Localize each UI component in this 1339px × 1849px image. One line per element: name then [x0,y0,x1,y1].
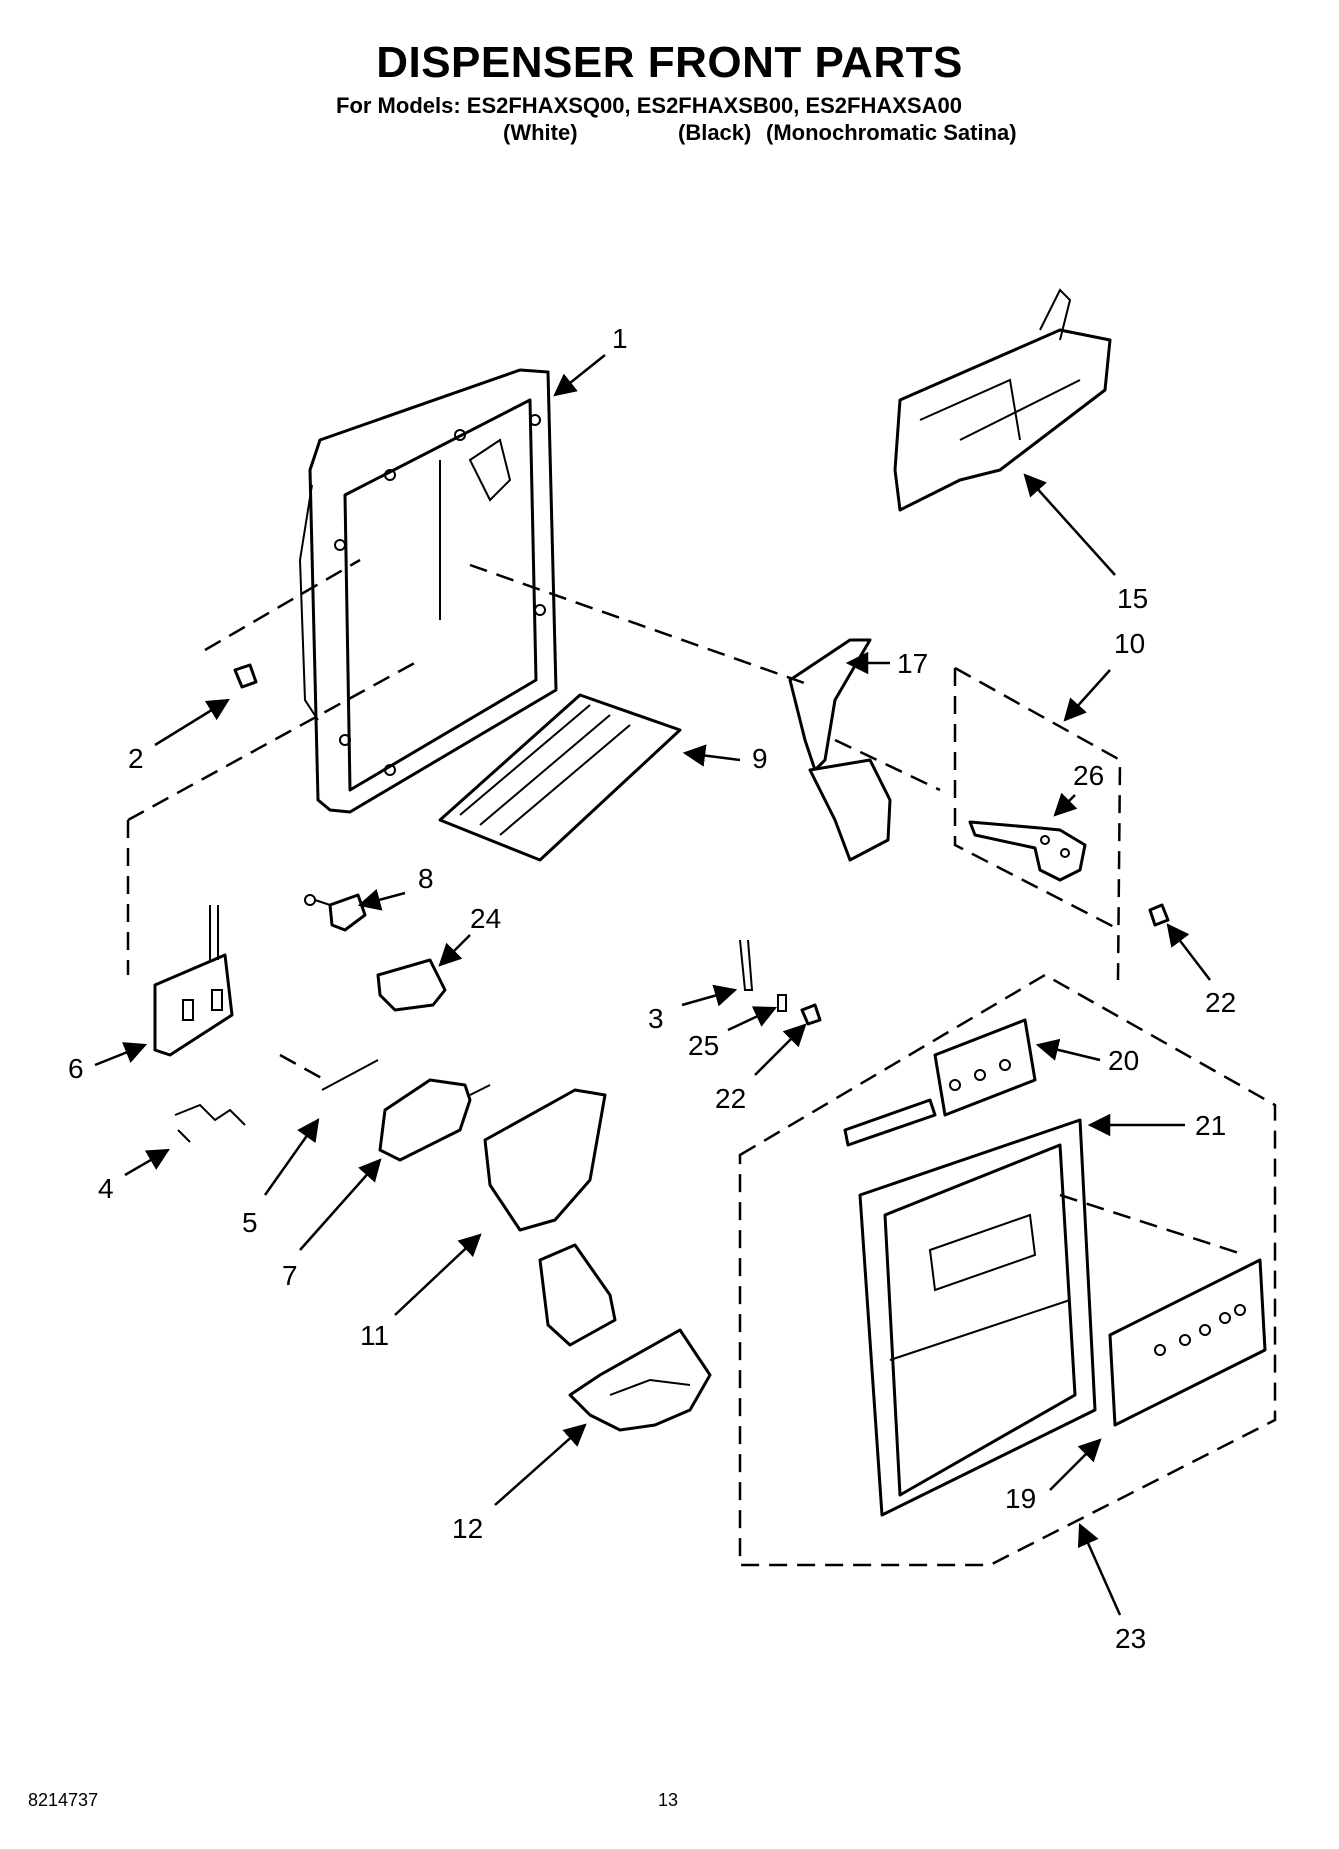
assembly-box-23 [738,973,1277,1567]
leader-4 [124,1148,170,1177]
part-1-housing [298,368,558,814]
leader-1 [553,354,606,397]
callout-5: 5 [242,1207,258,1238]
leader-11 [394,1233,482,1316]
leader-5 [263,1118,320,1196]
callout-10: 10 [1114,628,1145,659]
part-6-module [153,905,234,1057]
part-21-bezel [858,1118,1097,1517]
callout-15: 15 [1117,583,1148,614]
leader-6 [94,1042,148,1067]
callout-21: 21 [1195,1110,1226,1141]
part-25-clip [777,994,787,1012]
leader-8 [357,888,406,911]
leader-22-middle [754,1023,807,1076]
part-22-screw-right [1148,903,1170,927]
callout-6: 6 [68,1053,84,1084]
callout-22-middle: 22 [715,1083,746,1114]
part-11-paddle [483,1088,617,1347]
part-4-spring [174,1103,246,1143]
callout-8: 8 [418,863,434,894]
callout-19: 19 [1005,1483,1036,1514]
callout-17: 17 [897,648,928,679]
callout-22-right: 22 [1205,987,1236,1018]
leader-25 [727,1006,778,1032]
leader-3 [681,984,738,1007]
leader-7 [299,1158,382,1251]
callout-26: 26 [1073,760,1104,791]
part-9-tray [438,693,682,862]
part-8-actuator [304,893,367,932]
align-line-26 [834,738,941,792]
variant-black: (Black) [678,120,752,145]
callout-2: 2 [128,743,144,774]
callout-7: 7 [282,1260,298,1291]
part-20-plate [843,1018,1037,1147]
align-line-17 [469,563,811,687]
part-7-bracket [378,1078,491,1162]
part-15-bracket [893,288,1112,512]
leader-15 [1023,473,1116,576]
page-title: DISPENSER FRONT PARTS [376,38,963,87]
part-22-screw-middle [800,1003,822,1026]
document-number: 8214737 [28,1790,99,1810]
leader-2 [154,698,230,747]
assembly-box-10 [953,666,1122,981]
callout-11: 11 [360,1320,389,1351]
part-17-lever [788,638,892,862]
part-5-pin [321,1059,379,1091]
part-19-panel [1108,1258,1267,1427]
variant-white: (White) [503,120,578,145]
page-number: 13 [658,1790,679,1810]
leader-23 [1077,1522,1122,1616]
leader-19 [1049,1438,1102,1491]
align-line-bezel [1059,1193,1246,1257]
callout-9: 9 [752,743,768,774]
callout-1: 1 [612,323,628,354]
leader-9 [682,744,741,767]
callout-20: 20 [1108,1045,1139,1076]
align-line-5 [279,1053,326,1082]
part-12-chute [568,1328,712,1432]
models-line: For Models: ES2FHAXSQ00, ES2FHAXSB00, ES… [336,93,962,118]
leader-12 [494,1423,587,1506]
callout-12: 12 [452,1513,483,1544]
leader-10 [1063,669,1111,722]
callout-3: 3 [648,1003,664,1034]
part-24-cover [376,958,447,1012]
callout-25: 25 [688,1030,719,1061]
part-3-spring [739,939,754,991]
part-2-screw [233,663,258,689]
leader-24 [438,934,471,967]
part-26-switch [968,820,1087,882]
align-line-2 [204,558,361,652]
leader-20 [1035,1038,1101,1062]
callout-23: 23 [1115,1623,1146,1654]
callout-24: 24 [470,903,501,934]
callout-4: 4 [98,1173,114,1204]
variant-mono: (Monochromatic Satina) [766,120,1017,145]
leader-22-right [1166,923,1211,981]
leader-26 [1053,792,1078,817]
